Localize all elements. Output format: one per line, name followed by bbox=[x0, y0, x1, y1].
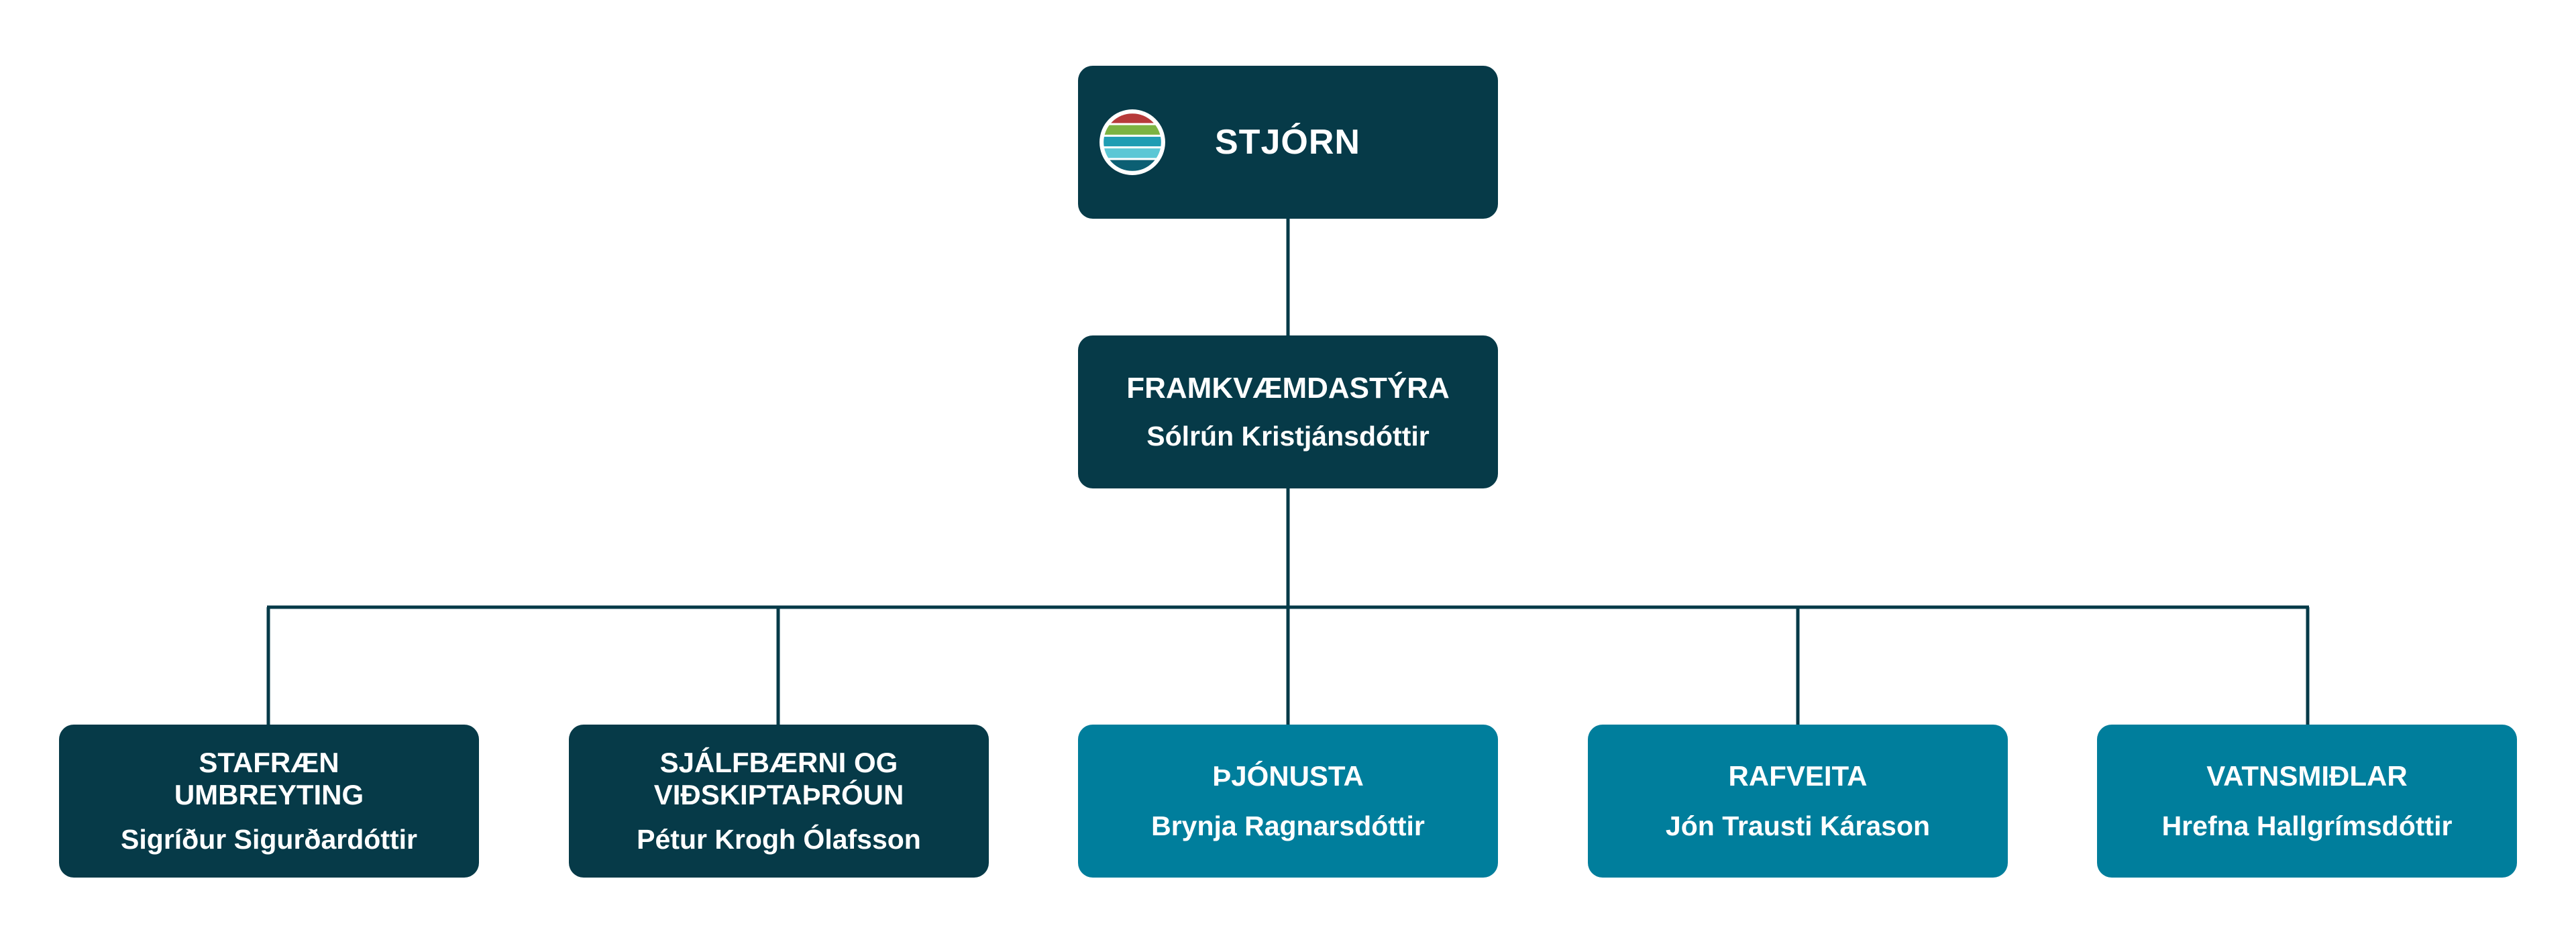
dept-head-name: Brynja Ragnarsdóttir bbox=[1151, 810, 1425, 841]
ceo-role: FRAMKVÆMDASTÝRA bbox=[1126, 372, 1450, 405]
dept-role-line1: STAFRÆN bbox=[199, 747, 339, 778]
ceo-name: Sólrún Kristjánsdóttir bbox=[1146, 421, 1430, 452]
dept-role: RAFVEITA bbox=[1728, 760, 1868, 792]
dept-role-line2: UMBREYTING bbox=[174, 779, 364, 810]
dept-role: VATNSMIÐLAR bbox=[2206, 760, 2408, 792]
dept-box-electricity: RAFVEITA Jón Trausti Kárason bbox=[1588, 725, 2008, 878]
dept-head-name: Sigríður Sigurðardóttir bbox=[121, 824, 417, 855]
dept-role-line1: SJÁLFBÆRNI OG bbox=[659, 747, 898, 778]
board-title: STJÓRN bbox=[1215, 123, 1360, 162]
dept-role-line2: VIÐSKIPTAÞRÓUN bbox=[653, 779, 904, 810]
board-box: STJÓRN bbox=[1078, 66, 1498, 219]
dept-head-name: Jón Trausti Kárason bbox=[1665, 810, 1931, 841]
dept-head-name: Hrefna Hallgrímsdóttir bbox=[2161, 810, 2453, 841]
dept-role: ÞJÓNUSTA bbox=[1212, 760, 1364, 792]
dept-head-name: Pétur Krogh Ólafsson bbox=[637, 824, 921, 855]
dept-box-digital-transformation: STAFRÆN UMBREYTING Sigríður Sigurðardótt… bbox=[59, 725, 479, 878]
striped-circle-logo-icon bbox=[1099, 109, 1165, 175]
dept-box-service: ÞJÓNUSTA Brynja Ragnarsdóttir bbox=[1078, 725, 1498, 878]
ceo-box: FRAMKVÆMDASTÝRA Sólrún Kristjánsdóttir bbox=[1078, 335, 1498, 488]
dept-box-water-utilities: VATNSMIÐLAR Hrefna Hallgrímsdóttir bbox=[2097, 725, 2517, 878]
dept-box-sustainability: SJÁLFBÆRNI OG VIÐSKIPTAÞRÓUN Pétur Krogh… bbox=[569, 725, 989, 878]
